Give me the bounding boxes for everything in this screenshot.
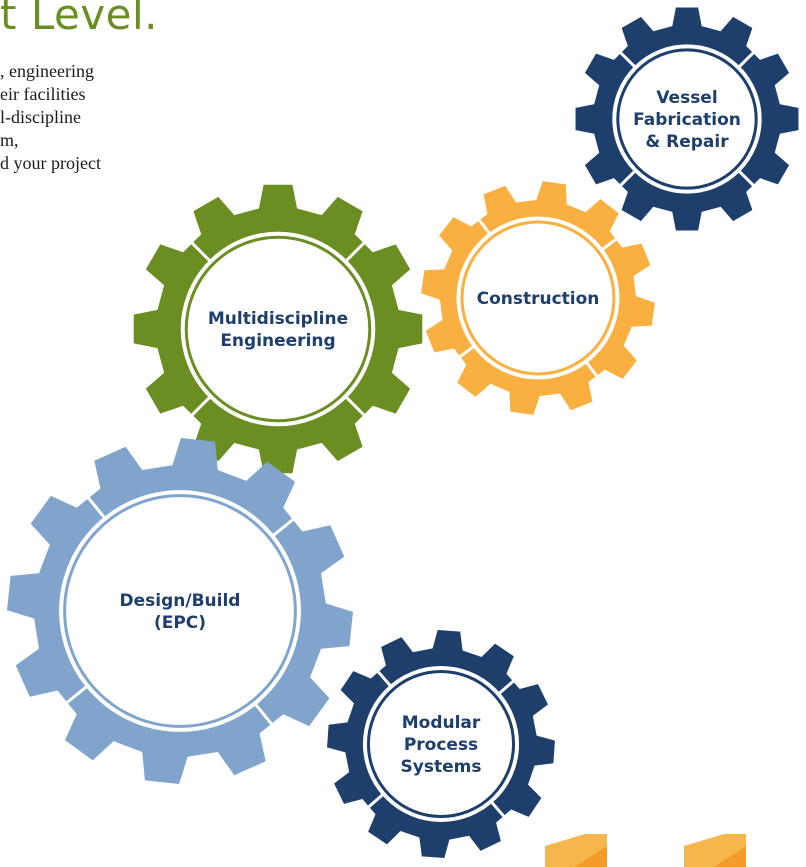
gear-modular-notch — [489, 800, 506, 818]
gear-epc-notch — [271, 517, 295, 538]
gear-modular-center — [369, 672, 513, 816]
gear-construction-notch — [477, 218, 492, 236]
intro-line: l-discipline — [0, 107, 81, 127]
intro-line: d your project — [0, 153, 101, 173]
gear-epc-ring — [59, 490, 301, 732]
gear-epc-label: (EPC) — [154, 613, 206, 633]
gear-modular-label: Process — [404, 735, 478, 755]
gear-engineering-notch — [190, 395, 212, 417]
intro-paragraph: , engineering eir facilities l-disciplin… — [0, 60, 170, 175]
gear-vessel-notch — [737, 169, 755, 187]
arrow-decorations — [545, 834, 746, 867]
gear-vessel-ring — [612, 44, 762, 194]
gear-modular-ring — [362, 665, 520, 823]
gear-construction-center — [463, 223, 613, 373]
gear-vessel-notch — [619, 169, 637, 187]
intro-line: m, — [0, 130, 19, 150]
gear-engineering-label: Multidiscipline — [208, 309, 348, 329]
gear-epc-notch — [86, 496, 107, 520]
gear-epc-center — [66, 497, 294, 725]
gear-engineering-notch — [190, 241, 212, 263]
page-heading: t Level. — [0, 0, 159, 39]
gear-engineering-center — [187, 238, 369, 420]
gear-vessel-notch — [737, 51, 755, 69]
gear-construction-ring — [456, 216, 620, 380]
intro-line: eir facilities — [0, 84, 86, 104]
gear-modular-notch — [497, 679, 515, 696]
gear-construction-notch — [458, 344, 476, 359]
gear-modular-label: Systems — [401, 757, 482, 777]
gear-construction-notch — [600, 237, 618, 252]
arrow-shape-shade — [714, 846, 746, 867]
gear-vessel-label: Fabrication — [633, 110, 741, 130]
gear-modular-notch — [367, 792, 385, 809]
gear-modular-notch — [376, 670, 393, 688]
arrow-shape-shade — [575, 846, 607, 867]
gear-construction-label: Construction — [477, 289, 600, 309]
gear-epc-notch — [253, 702, 274, 726]
gear-vessel-center — [619, 51, 755, 187]
intro-line: , engineering — [0, 61, 94, 81]
gear-construction-notch — [584, 360, 599, 378]
gear-vessel-label: & Repair — [645, 132, 729, 152]
gear-engineering-ring — [180, 231, 376, 427]
gear-engineering-notch — [344, 241, 366, 263]
gear-epc-label: Design/Build — [120, 591, 241, 611]
gear-vessel-label: Vessel — [656, 88, 717, 108]
gear-engineering-notch — [344, 395, 366, 417]
gear-epc-notch — [65, 684, 89, 705]
gear-epc: Design/Build(EPC) — [7, 438, 353, 784]
gear-vessel-notch — [619, 51, 637, 69]
gear-construction: Construction — [421, 181, 655, 415]
gear-engineering-label: Engineering — [220, 331, 335, 351]
gear-modular-label: Modular — [402, 713, 481, 733]
